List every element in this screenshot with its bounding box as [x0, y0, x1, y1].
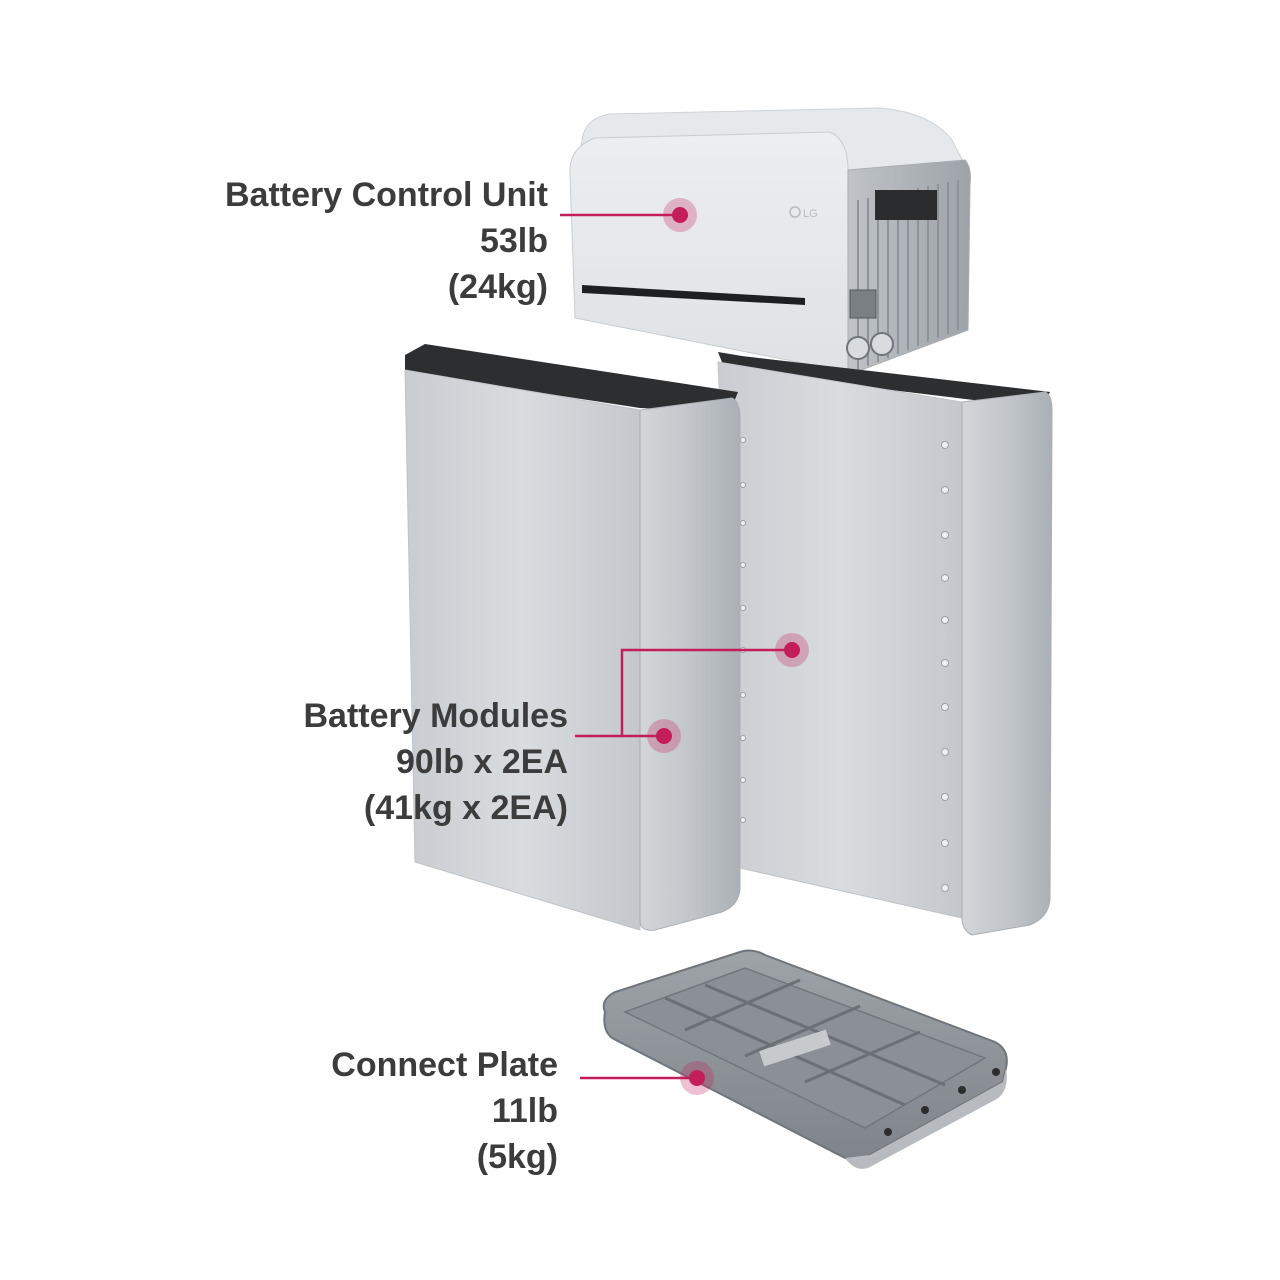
modules-weight-kg: (41kg x 2EA)	[363, 789, 568, 827]
bcu-front	[569, 131, 849, 373]
label-battery-control-unit: Battery Control Unit 53lb (24kg)	[225, 172, 548, 310]
bcu-name: Battery Control Unit	[225, 176, 548, 214]
plate-name: Connect Plate	[331, 1046, 558, 1084]
lg-logo-icon	[789, 206, 801, 218]
module-right-front	[717, 361, 963, 919]
bcu-cable-gland-2	[870, 332, 894, 356]
connect-plate	[602, 949, 1008, 1169]
modules-weight-lb: 90lb x 2EA	[396, 743, 568, 781]
bcu-weight-kg: (24kg)	[447, 268, 548, 306]
bcu-terminal	[849, 289, 877, 319]
battery-module-right	[717, 352, 1053, 936]
bcu-weight-lb: 53lb	[479, 222, 548, 260]
callout-bcu	[560, 198, 697, 232]
module-right-top	[718, 352, 1050, 408]
modules-name: Battery Modules	[303, 697, 569, 735]
battery-control-unit: LG	[569, 107, 971, 376]
bcu-cable-gland-1	[846, 336, 870, 360]
module-left-front	[404, 369, 641, 931]
module-right-vent-dots	[740, 437, 949, 892]
callout-plate	[580, 1061, 714, 1095]
plate-weight-kg: (5kg)	[476, 1138, 558, 1176]
label-battery-modules: Battery Modules 90lb x 2EA (41kg x 2EA)	[304, 693, 569, 831]
plate-front-edge	[845, 1068, 1007, 1169]
module-left-top	[405, 344, 738, 412]
callout-dot-bcu	[672, 207, 688, 223]
callout-modules	[575, 633, 809, 753]
module-right-side	[961, 391, 1053, 936]
label-connect-plate: Connect Plate 11lb (5kg)	[331, 1042, 558, 1180]
battery-module-left	[404, 344, 741, 931]
callout-dot-module-left	[656, 728, 672, 744]
plate-weight-lb: 11lb	[491, 1092, 558, 1130]
bcu-slot	[582, 285, 805, 305]
plate-center-slot	[759, 1029, 831, 1067]
callout-dot-module-right	[784, 642, 800, 658]
plate-screw-holes	[884, 1068, 1000, 1136]
module-left-side	[639, 397, 741, 931]
bcu-connector-block	[875, 190, 937, 220]
callout-dot-plate	[689, 1070, 705, 1086]
lg-logo-text: LG	[803, 208, 818, 220]
